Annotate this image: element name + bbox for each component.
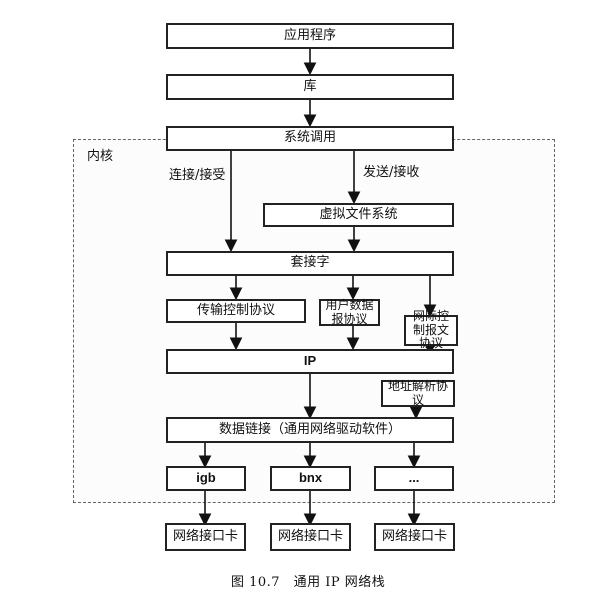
icmp-box: 网际控制报文协议 — [404, 309, 458, 350]
nic-box-2: 网络接口卡 — [270, 523, 351, 551]
igb-box: igb — [166, 466, 246, 491]
application-label: 应用程序 — [283, 27, 336, 43]
nic-label-1: 网络接口卡 — [172, 528, 238, 544]
arp-box: 地址解析协议 — [381, 378, 455, 407]
application-box: 应用程序 — [166, 23, 454, 49]
system-call-label: 系统调用 — [283, 130, 336, 146]
tcp-box: 传输控制协议 — [166, 299, 306, 323]
bnx-box: bnx — [270, 466, 351, 491]
ip-box: IP — [166, 349, 454, 374]
connect-accept-label: 连接/接受 — [169, 168, 226, 183]
library-box: 库 — [166, 74, 454, 100]
virtual-filesystem-label: 虚拟文件系统 — [319, 206, 398, 222]
kernel-label: 内核 — [87, 149, 114, 164]
igb-label: igb — [196, 470, 216, 486]
icmp-label: 网际控制报文协议 — [412, 308, 449, 351]
udp-box: 用户数据报协议 — [319, 297, 380, 326]
bnx-label: bnx — [298, 470, 323, 486]
library-label: 库 — [303, 78, 317, 94]
system-call-box: 系统调用 — [166, 126, 454, 151]
send-receive-label: 发送/接收 — [363, 165, 420, 180]
arp-label: 地址解析协议 — [387, 378, 448, 407]
datalink-label: 数据链接（通用网络驱动软件） — [218, 421, 401, 437]
figure-caption: 图 10.7 通用 IP 网络栈 — [231, 575, 386, 590]
ellipsis-label: ... — [408, 470, 420, 486]
nic-label-3: 网络接口卡 — [381, 528, 447, 544]
nic-label-2: 网络接口卡 — [277, 528, 343, 544]
ellipsis-box: ... — [374, 466, 454, 491]
udp-label: 用户数据报协议 — [325, 297, 374, 326]
nic-box-3: 网络接口卡 — [374, 523, 455, 551]
datalink-box: 数据链接（通用网络驱动软件） — [166, 417, 454, 443]
socket-box: 套接字 — [166, 251, 454, 276]
ip-label: IP — [303, 353, 317, 369]
socket-label: 套接字 — [290, 255, 330, 271]
virtual-filesystem-box: 虚拟文件系统 — [263, 203, 454, 227]
nic-box-1: 网络接口卡 — [165, 523, 246, 551]
tcp-label: 传输控制协议 — [196, 302, 275, 318]
